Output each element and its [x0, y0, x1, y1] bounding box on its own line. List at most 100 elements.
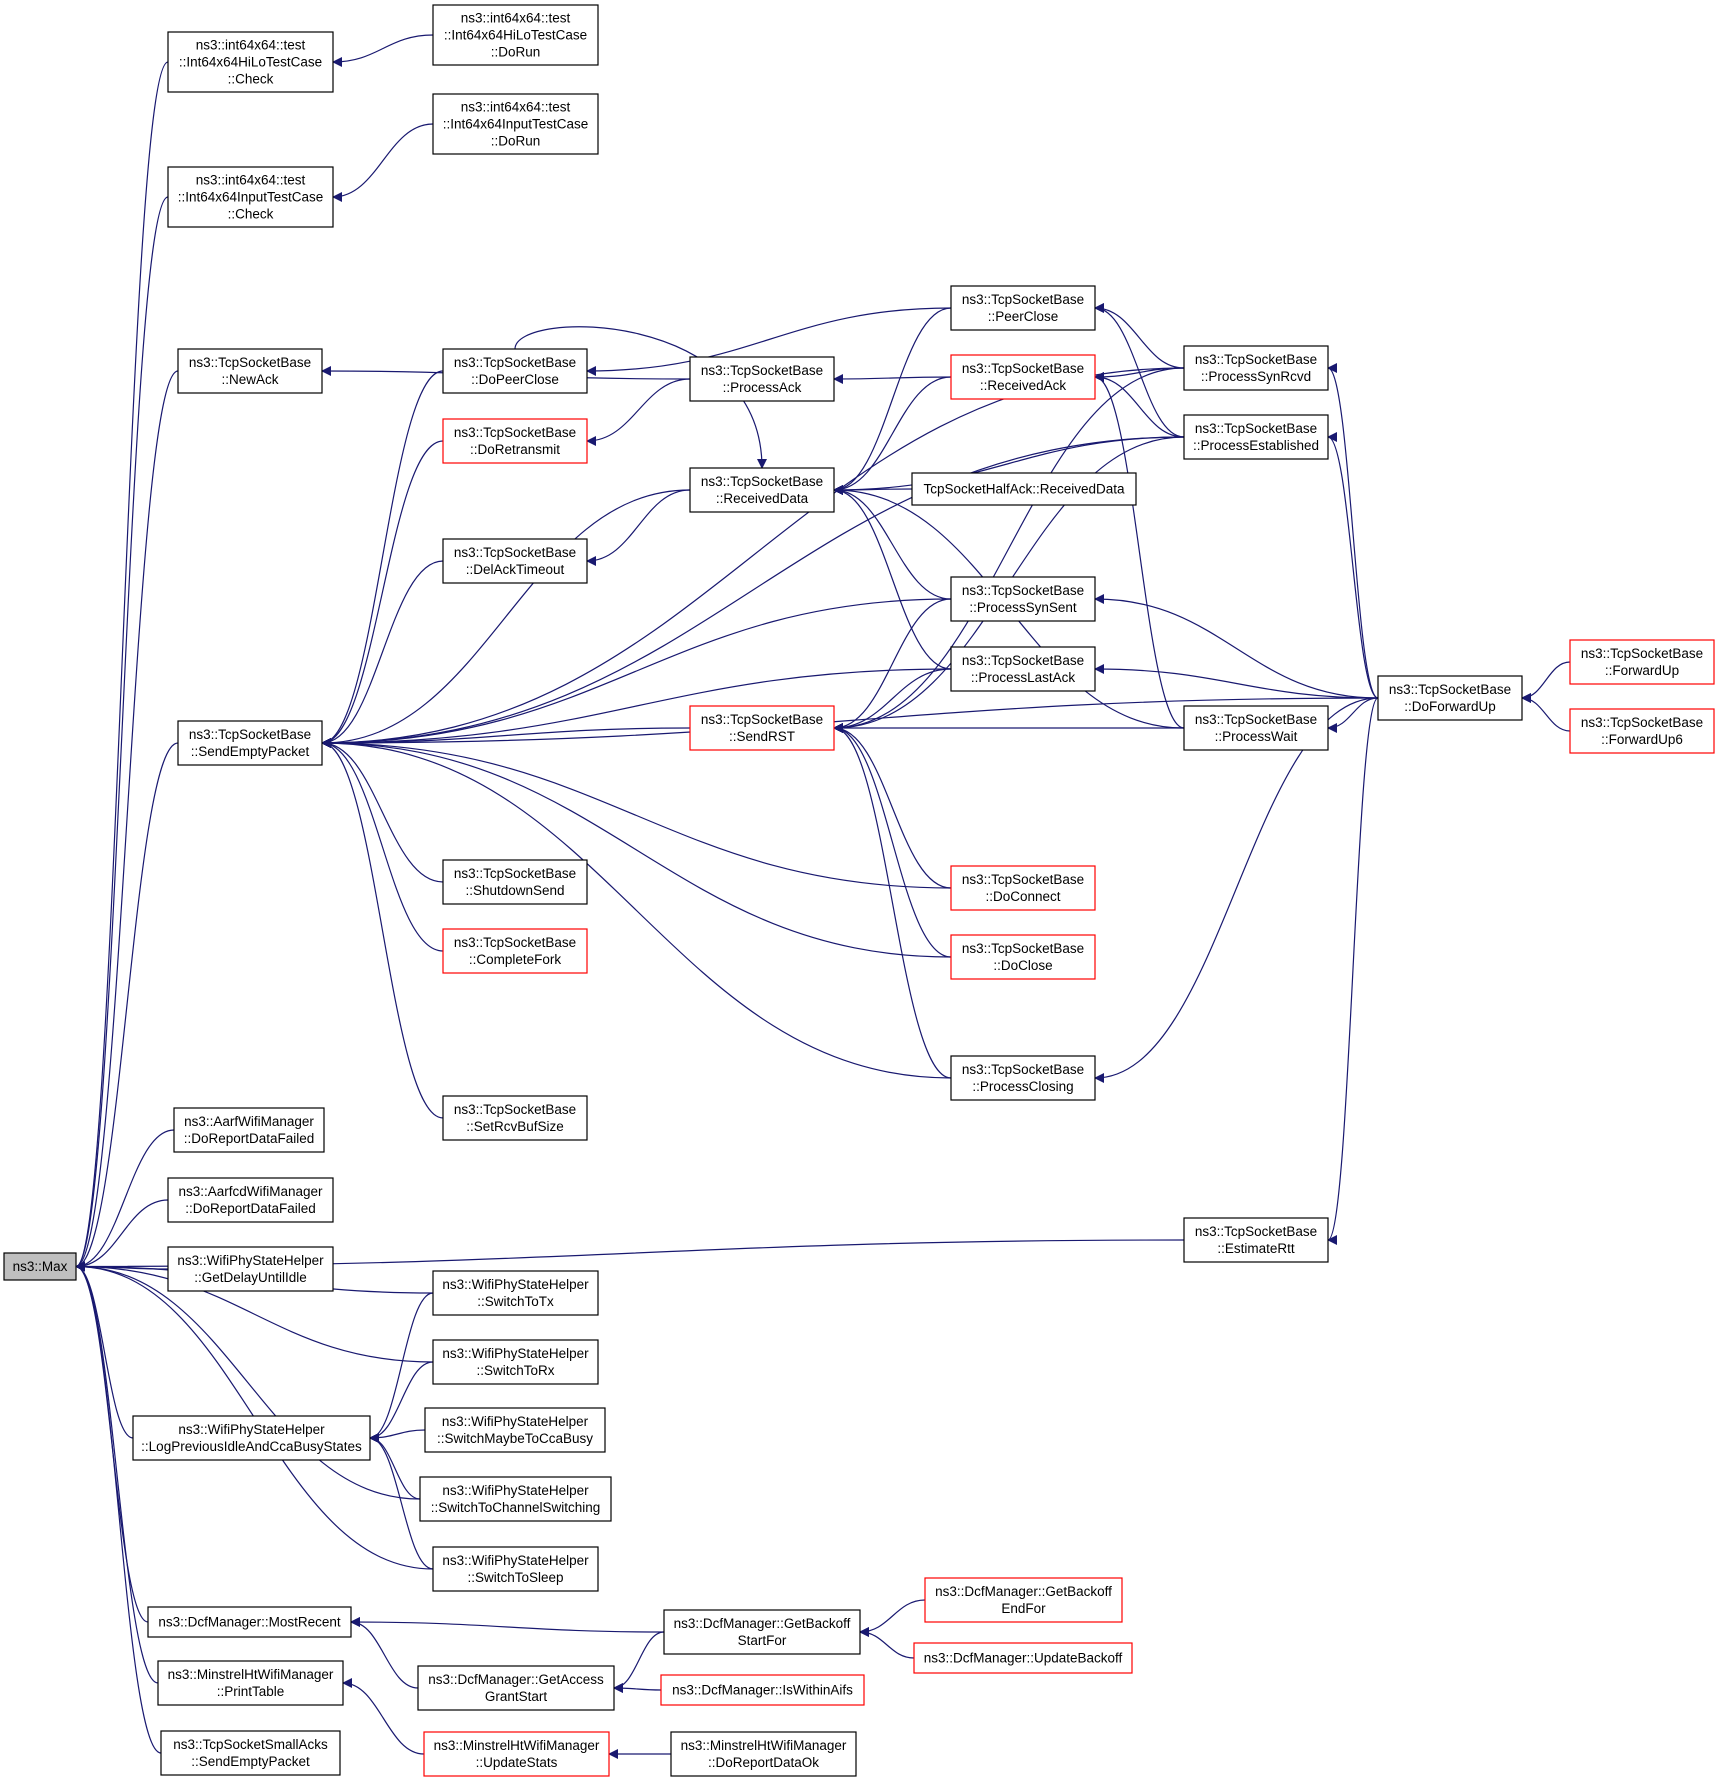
- node-iswithinaifs[interactable]: ns3::DcfManager::IsWithinAifs: [660, 1674, 865, 1706]
- node-aarfcd[interactable]: ns3::AarfcdWifiManager::DoReportDataFail…: [167, 1177, 334, 1223]
- edge-path: [613, 1631, 665, 1693]
- node-switchchannel[interactable]: ns3::WifiPhyStateHelper::SwitchToChannel…: [419, 1476, 612, 1522]
- node-switchtorx[interactable]: ns3::WifiPhyStateHelper::SwitchToRx: [432, 1339, 599, 1385]
- node-label-line: ::Check: [228, 207, 274, 222]
- node-switchmaybe[interactable]: ns3::WifiPhyStateHelper::SwitchMaybeToCc…: [424, 1407, 606, 1453]
- edge-processclosing-to-sendrst: [833, 723, 952, 1079]
- node-peerclose[interactable]: ns3::TcpSocketBase::PeerClose: [950, 285, 1096, 331]
- node-box: [432, 1339, 599, 1385]
- node-label-line: ::DelAckTimeout: [466, 562, 565, 577]
- node-processwait[interactable]: ns3::TcpSocketBase::ProcessWait: [1183, 705, 1329, 751]
- node-label-line: ns3::int64x64::test: [196, 173, 306, 188]
- node-forwardup[interactable]: ns3::TcpSocketBase::ForwardUp: [1569, 639, 1715, 685]
- node-docconnect[interactable]: ns3::TcpSocketBase::DoConnect: [950, 865, 1096, 911]
- node-label-line: ::ProcessSynSent: [969, 600, 1077, 615]
- node-box: [911, 472, 1137, 506]
- node-processsynsent[interactable]: ns3::TcpSocketBase::ProcessSynSent: [950, 576, 1096, 622]
- node-sendrst[interactable]: ns3::TcpSocketBase::SendRST: [689, 705, 835, 751]
- node-logprev[interactable]: ns3::WifiPhyStateHelper::LogPreviousIdle…: [132, 1415, 371, 1461]
- node-box: [950, 1055, 1096, 1101]
- node-box: [913, 1642, 1133, 1674]
- node-newack[interactable]: ns3::TcpSocketBase::NewAck: [177, 348, 323, 394]
- node-label-line: ns3::TcpSocketBase: [962, 872, 1084, 887]
- edge-updatestats-to-printtable: [342, 1678, 425, 1755]
- node-label-line: ::UpdateStats: [476, 1755, 558, 1770]
- edge-path: [859, 1599, 926, 1637]
- node-halfack[interactable]: TcpSocketHalfAck::ReceivedData: [911, 472, 1137, 506]
- edge-receivedack-to-receiveddata: [833, 376, 952, 495]
- node-processlastack[interactable]: ns3::TcpSocketBase::ProcessLastAck: [950, 646, 1096, 692]
- node-processack[interactable]: ns3::TcpSocketBase::ProcessAck: [689, 356, 835, 402]
- edge-sendemptypacket-to-max: [75, 742, 179, 1272]
- node-delacktimeout[interactable]: ns3::TcpSocketBase::DelAckTimeout: [442, 538, 588, 584]
- node-doreportdataok[interactable]: ns3::MinstrelHtWifiManager::DoReportData…: [670, 1731, 857, 1777]
- edge-path: [75, 742, 179, 1272]
- node-switchsleep[interactable]: ns3::WifiPhyStateHelper::SwitchToSleep: [432, 1546, 599, 1592]
- edge-path: [369, 1292, 434, 1443]
- node-receivedack[interactable]: ns3::TcpSocketBase::ReceivedAck: [950, 354, 1096, 400]
- edge-path: [321, 738, 444, 1119]
- node-processsynrcvd[interactable]: ns3::TcpSocketBase::ProcessSynRcvd: [1183, 345, 1329, 391]
- node-label-line: ::NewAck: [221, 372, 278, 387]
- edge-path: [833, 723, 952, 958]
- edge-path: [342, 1678, 425, 1755]
- node-aarf[interactable]: ns3::AarfWifiManager::DoReportDataFailed: [173, 1107, 325, 1153]
- edge-path: [586, 489, 691, 566]
- node-doforwardup[interactable]: ns3::TcpSocketBase::DoForwardUp: [1377, 675, 1523, 721]
- edge-path: [833, 307, 952, 495]
- edge-doforwardup-to-processsynrcvd: [1327, 363, 1379, 699]
- node-label-line: ns3::WifiPhyStateHelper: [442, 1346, 589, 1361]
- node-label-line: ns3::DcfManager::UpdateBackoff: [924, 1651, 1123, 1666]
- node-sendemptypacket[interactable]: ns3::TcpSocketBase::SendEmptyPacket: [177, 720, 323, 766]
- node-processestablished[interactable]: ns3::TcpSocketBase::ProcessEstablished: [1183, 414, 1329, 460]
- node-receiveddata[interactable]: ns3::TcpSocketBase::ReceivedData: [689, 467, 835, 513]
- edge-switchchannel-to-max: [75, 1261, 421, 1500]
- node-box: [950, 646, 1096, 692]
- node-label-line: ns3::AarfcdWifiManager: [178, 1184, 323, 1199]
- node-estimatertt[interactable]: ns3::TcpSocketBase::EstimateRtt: [1183, 1217, 1329, 1263]
- node-dopeerclose[interactable]: ns3::TcpSocketBase::DoPeerClose: [442, 348, 588, 394]
- edge-setrcvbufsize-to-sendemptypacket: [321, 738, 444, 1119]
- node-input_check[interactable]: ns3::int64x64::test::Int64x64InputTestCa…: [167, 166, 334, 228]
- node-processclosing[interactable]: ns3::TcpSocketBase::ProcessClosing: [950, 1055, 1096, 1101]
- node-updatestats[interactable]: ns3::MinstrelHtWifiManager::UpdateStats: [423, 1731, 610, 1777]
- node-forwardup6[interactable]: ns3::TcpSocketBase::ForwardUp6: [1569, 708, 1715, 754]
- node-box: [157, 1660, 344, 1706]
- edge-processsynsent-to-receiveddata: [833, 485, 952, 600]
- edge-path: [859, 1627, 915, 1659]
- node-hilo_check[interactable]: ns3::int64x64::test::Int64x64HiLoTestCas…: [167, 31, 334, 93]
- node-getdelay[interactable]: ns3::WifiPhyStateHelper::GetDelayUntilId…: [167, 1246, 334, 1292]
- node-setrcvbufsize[interactable]: ns3::TcpSocketBase::SetRcvBufSize: [442, 1095, 588, 1141]
- node-updatebackoff[interactable]: ns3::DcfManager::UpdateBackoff: [913, 1642, 1133, 1674]
- edge-layer: [75, 34, 1571, 1759]
- node-box: [950, 354, 1096, 400]
- node-doclose[interactable]: ns3::TcpSocketBase::DoClose: [950, 934, 1096, 980]
- edge-processlastack-to-sendemptypacket: [321, 668, 952, 748]
- node-box: [950, 285, 1096, 331]
- edge-path: [332, 34, 434, 67]
- node-box: [663, 1609, 861, 1655]
- node-doretransmit[interactable]: ns3::TcpSocketBase::DoRetransmit: [442, 418, 588, 464]
- node-printtable[interactable]: ns3::MinstrelHtWifiManager::PrintTable: [157, 1660, 344, 1706]
- node-shutdownsend[interactable]: ns3::TcpSocketBase::ShutdownSend: [442, 859, 588, 905]
- node-mostrecent[interactable]: ns3::DcfManager::MostRecent: [147, 1606, 352, 1638]
- node-input_dorun[interactable]: ns3::int64x64::test::Int64x64InputTestCa…: [432, 93, 599, 155]
- node-completefork[interactable]: ns3::TcpSocketBase::CompleteFork: [442, 928, 588, 974]
- edge-aarf-to-max: [75, 1129, 175, 1272]
- node-label-line: ns3::TcpSocketBase: [1195, 421, 1317, 436]
- edge-processwait-to-receivedack: [1094, 372, 1185, 729]
- edge-path: [514, 326, 767, 469]
- node-label-line: ::ProcessWait: [1215, 729, 1298, 744]
- edge-path: [321, 738, 444, 883]
- node-box: [924, 1577, 1123, 1623]
- node-label-line: ns3::int64x64::test: [461, 11, 571, 26]
- node-hilo_dorun[interactable]: ns3::int64x64::test::Int64x64HiLoTestCas…: [432, 4, 599, 66]
- edge-dopeerclose-to-receiveddata: [514, 326, 767, 469]
- node-switchtotx[interactable]: ns3::WifiPhyStateHelper::SwitchToTx: [432, 1270, 599, 1316]
- node-max[interactable]: ns3::Max: [3, 1252, 77, 1281]
- node-smallacks[interactable]: ns3::TcpSocketSmallAcks::SendEmptyPacket: [160, 1730, 341, 1776]
- node-label-line: ::EstimateRtt: [1217, 1241, 1295, 1256]
